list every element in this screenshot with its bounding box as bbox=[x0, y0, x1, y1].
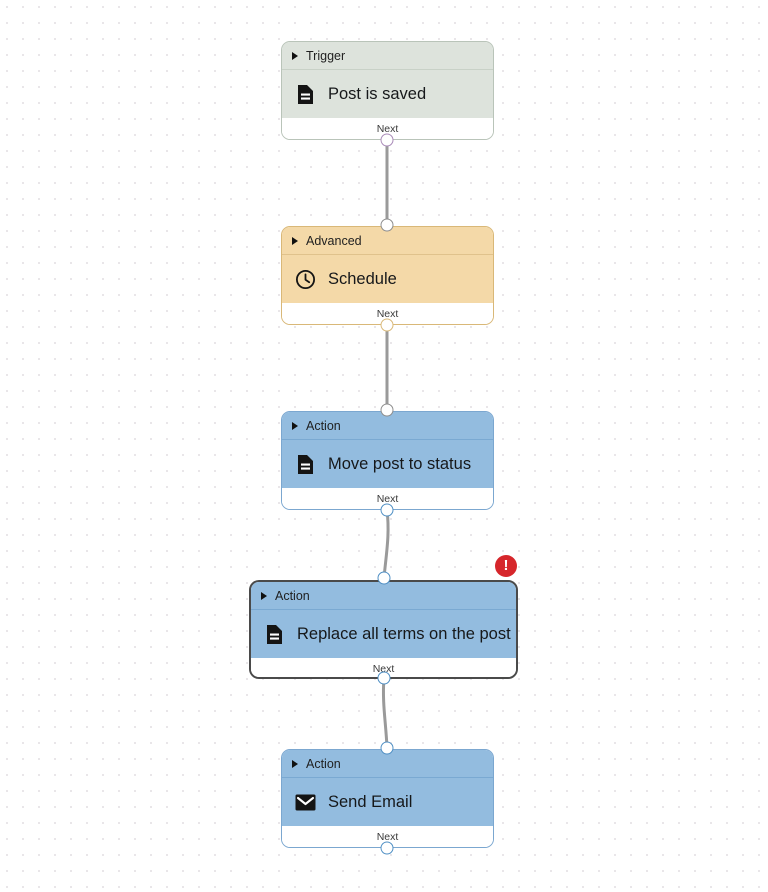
node-header-label: Action bbox=[275, 588, 310, 603]
link-move-to-replace[interactable] bbox=[382, 508, 390, 580]
node-body[interactable]: Send Email bbox=[282, 778, 493, 826]
document-icon bbox=[294, 83, 316, 105]
chevron-right-icon[interactable] bbox=[261, 591, 267, 600]
chevron-right-icon[interactable] bbox=[292, 759, 298, 768]
port-move-out[interactable] bbox=[380, 503, 394, 517]
node-header[interactable]: Action bbox=[282, 412, 493, 440]
port-trigger-out[interactable] bbox=[380, 133, 394, 147]
node-body[interactable]: Move post to status bbox=[282, 440, 493, 488]
port-advanced-out[interactable] bbox=[380, 318, 394, 332]
node-next-label[interactable]: Next bbox=[282, 118, 493, 139]
node-next-label[interactable]: Next bbox=[282, 826, 493, 847]
port-email-in[interactable] bbox=[380, 741, 394, 755]
envelope-icon bbox=[294, 791, 316, 813]
port-email-out[interactable] bbox=[380, 841, 394, 855]
node-title: Post is saved bbox=[328, 84, 427, 103]
node-header-label: Advanced bbox=[306, 233, 362, 248]
port-replace-in[interactable] bbox=[377, 571, 391, 585]
node-next-label[interactable]: Next bbox=[282, 488, 493, 509]
port-advanced-in[interactable] bbox=[380, 218, 394, 232]
document-icon bbox=[294, 453, 316, 475]
node-header-label: Trigger bbox=[306, 48, 346, 63]
node-body[interactable]: Replace all terms on the post bbox=[251, 610, 516, 658]
node-header[interactable]: Trigger bbox=[282, 42, 493, 70]
node-title: Send Email bbox=[328, 792, 413, 811]
error-badge-replace-terms[interactable]: ! bbox=[495, 555, 517, 577]
node-header-label: Action bbox=[306, 418, 341, 433]
chevron-right-icon[interactable] bbox=[292, 421, 298, 430]
node-body[interactable]: Schedule bbox=[282, 255, 493, 303]
link-replace-to-email[interactable] bbox=[381, 676, 389, 750]
port-move-in[interactable] bbox=[380, 403, 394, 417]
port-replace-out[interactable] bbox=[377, 671, 391, 685]
chevron-right-icon[interactable] bbox=[292, 236, 298, 245]
node-next-label[interactable]: Next bbox=[251, 658, 516, 677]
node-next-label[interactable]: Next bbox=[282, 303, 493, 324]
clock-icon bbox=[294, 268, 316, 290]
node-header[interactable]: Action bbox=[251, 582, 516, 610]
node-title: Replace all terms on the post bbox=[297, 624, 511, 643]
node-title: Schedule bbox=[328, 269, 397, 288]
node-header[interactable]: Action bbox=[282, 750, 493, 778]
node-header-label: Action bbox=[306, 756, 341, 771]
chevron-right-icon[interactable] bbox=[292, 51, 298, 60]
document-icon bbox=[263, 623, 285, 645]
node-title: Move post to status bbox=[328, 454, 472, 473]
node-body[interactable]: Post is saved bbox=[282, 70, 493, 118]
node-header[interactable]: Advanced bbox=[282, 227, 493, 255]
